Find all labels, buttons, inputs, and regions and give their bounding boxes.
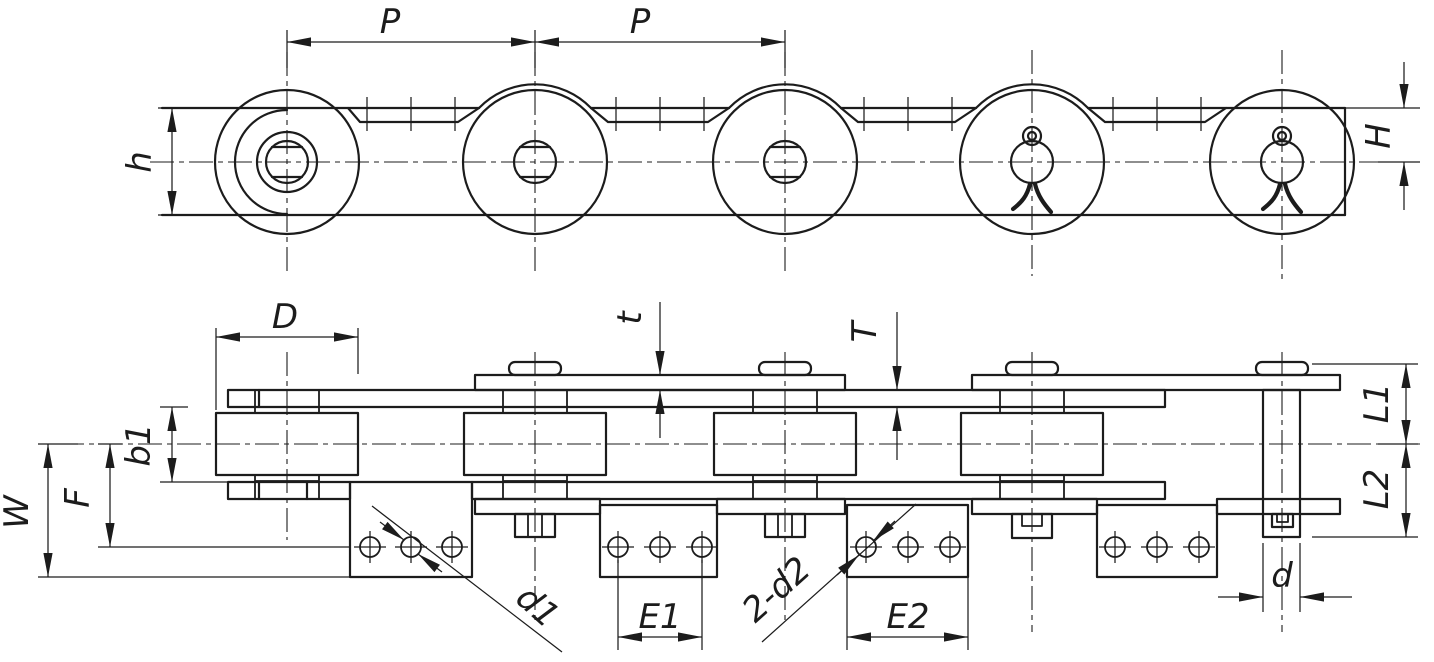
top-view-side-elevation: P P h H — [120, 2, 1420, 280]
dim-label-pitch-2: P — [630, 2, 651, 42]
dim-hole-pitch-E2: E2 — [846, 560, 969, 650]
dim-label-E2: E2 — [886, 597, 929, 637]
dim-hole-diameter-d1: d1 — [371, 505, 567, 653]
dim-label-E1: E1 — [638, 597, 681, 637]
dim-plate-thickness-T: T — [845, 312, 902, 460]
dim-label-H: H — [1359, 123, 1399, 149]
cotter-pins — [1010, 125, 1304, 215]
dim-label-d: d — [1271, 556, 1293, 596]
rollers-plan-view — [214, 411, 1105, 477]
bottom-fittings — [513, 512, 1295, 540]
dim-pin-length-L2: L2 — [1312, 444, 1418, 538]
outer-attachment-plates — [473, 360, 1342, 516]
dim-label-pitch-1: P — [380, 2, 401, 42]
dim-roller-width-D: D — [215, 297, 359, 410]
dim-attachment-height-W: W — [0, 443, 350, 578]
end-pin — [1261, 388, 1302, 539]
dim-label-L2: L2 — [1357, 469, 1397, 510]
dim-label-b1: b1 — [119, 423, 159, 466]
pins-side-view — [264, 139, 1305, 185]
attachment-brackets — [348, 480, 1219, 579]
dim-plate-thickness-t: t — [610, 302, 665, 438]
dim-label-h: h — [120, 151, 160, 173]
dim-label-W: W — [0, 494, 37, 529]
dim-plate-height-h: h — [120, 107, 190, 216]
dim-label-F: F — [58, 488, 98, 508]
dim-label-t: t — [610, 310, 650, 325]
dim-label-d1: d1 — [508, 578, 567, 637]
center-lines-top-view — [150, 50, 1420, 280]
dim-label-D: D — [272, 297, 298, 337]
dim-label-L1: L1 — [1357, 383, 1397, 424]
center-lines-plan-view — [60, 352, 1420, 632]
dim-pitch-1: P — [286, 2, 536, 68]
dim-pin-length-L1: L1 — [1312, 363, 1418, 445]
dim-pin-diameter-d: d — [1218, 543, 1352, 612]
dim-label-2-d2: 2-d2 — [735, 549, 819, 630]
dim-inner-width-b1: b1 — [119, 406, 227, 483]
link-plate-outline — [160, 83, 1347, 217]
dim-pitch-2: P — [535, 2, 786, 68]
dim-pin-end-height-H: H — [1345, 62, 1420, 210]
bracket-hole-crosshairs — [354, 531, 1215, 563]
rollers-side-view — [213, 88, 1356, 236]
dim-label-T: T — [845, 319, 885, 342]
dim-hole-pitch-E1: E1 — [617, 560, 703, 650]
attachment-hole-ticks — [366, 97, 1202, 131]
bottom-view-plan: D b1 W F — [0, 297, 1420, 653]
dim-hole-center-height-F: F — [58, 443, 350, 548]
